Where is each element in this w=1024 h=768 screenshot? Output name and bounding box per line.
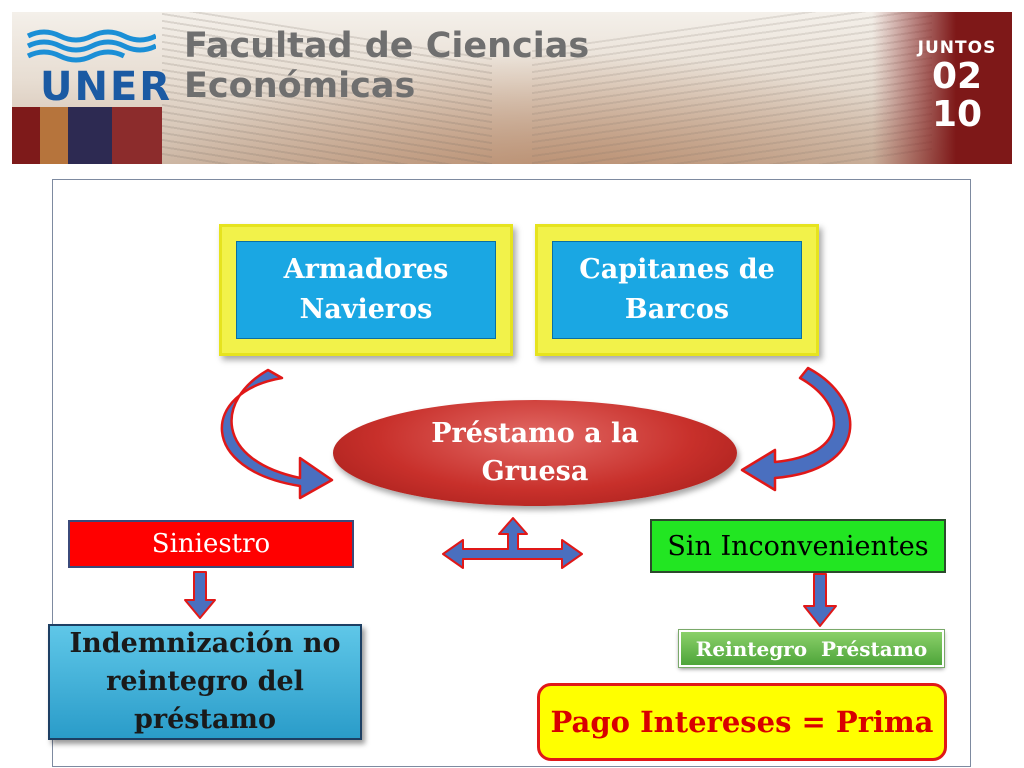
down-arrow-right (803, 573, 837, 627)
right-result-label: Reintegro Préstamo (695, 636, 928, 661)
faculty-line-1: Facultad de Ciencias (184, 26, 590, 66)
right-final-label: Pago Intereses = Prima (550, 705, 934, 739)
right-outcome-box: Sin Inconvenientes (650, 519, 946, 573)
left-outcome-box: Siniestro (68, 520, 354, 568)
badge-top: JUNTOS (917, 38, 997, 58)
book-spines (12, 107, 162, 164)
box-armadores-label: Armadores Navieros (236, 241, 496, 339)
three-way-arrow (442, 517, 583, 569)
right-result-box: Reintegro Préstamo (678, 629, 945, 668)
logo-abbr: UNER (40, 64, 173, 110)
curved-arrow-left (220, 368, 334, 500)
banner-shade (872, 12, 1012, 164)
left-outcome-label: Siniestro (151, 529, 271, 559)
left-result-label: Indemnización no reintegro del préstamo (69, 628, 341, 735)
badge-line-2: 10 (931, 94, 983, 135)
juntos-badge: JUNTOS 02 10 (905, 38, 1009, 134)
box-capitanes: Capitanes de Barcos (535, 224, 819, 356)
box-armadores: Armadores Navieros (219, 224, 513, 356)
badge-line-1: 02 (931, 56, 983, 97)
curved-arrow-right (740, 366, 852, 492)
down-arrow-left (184, 571, 216, 619)
left-result-box: Indemnización no reintegro del préstamo (48, 624, 362, 740)
faculty-name: Facultad de Ciencias Económicas (184, 26, 589, 106)
right-outcome-label: Sin Inconvenientes (667, 530, 929, 562)
center-ellipse: Préstamo a la Gruesa (333, 400, 737, 506)
box-capitanes-label: Capitanes de Barcos (552, 241, 802, 339)
header-banner: UNER Facultad de Ciencias Económicas JUN… (12, 12, 1012, 164)
right-final-box: Pago Intereses = Prima (537, 683, 947, 761)
faculty-line-2: Económicas (184, 66, 416, 106)
center-label: Préstamo a la Gruesa (431, 418, 639, 487)
uner-waves-icon (26, 29, 156, 63)
